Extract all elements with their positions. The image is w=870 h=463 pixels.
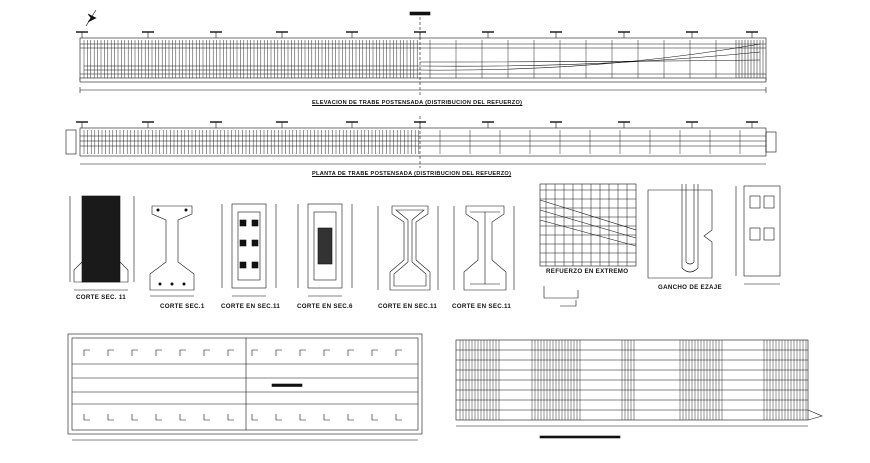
end-reinforcement-label: REFUERZO EN EXTREMO xyxy=(546,268,629,275)
bottom-left-plan xyxy=(67,333,423,441)
section-label-3: CORTE EN SEC.11 xyxy=(221,303,281,310)
bottom-right-plan xyxy=(455,339,823,439)
plan-stirrups xyxy=(83,130,741,154)
elevation-title: ELEVACION DE TRABE POSTENSADA (DISTRIBUC… xyxy=(312,100,523,106)
section-6 xyxy=(453,205,515,291)
plan-section-markers xyxy=(76,121,758,128)
north-arrow-icon xyxy=(85,9,97,27)
section-label-6: CORTE EN SEC.11 xyxy=(452,303,512,310)
hook-detail xyxy=(647,184,713,279)
section-4 xyxy=(297,203,353,297)
section-1 xyxy=(69,195,135,291)
elevation-beam xyxy=(76,11,767,96)
section-label-1: CORTE SEC. 11 xyxy=(76,294,126,301)
section-5 xyxy=(377,205,439,291)
elevation-section-markers xyxy=(76,31,758,38)
section-label-2: CORTE SEC.1 xyxy=(160,303,205,310)
section-3 xyxy=(221,203,277,297)
anchorage-detail xyxy=(735,185,781,285)
elevation-tendons xyxy=(84,43,761,71)
end-reinforcement-detail xyxy=(539,183,637,307)
elevation-stirrups xyxy=(80,40,766,78)
hook-label: GANCHO DE EZAJE xyxy=(658,284,722,291)
plan-beam xyxy=(65,116,777,168)
section-label-4: CORTE EN SEC.6 xyxy=(297,303,353,310)
section-2 xyxy=(149,205,195,297)
plan-title: PLANTA DE TRABE POSTENSADA (DISTRIBUCION… xyxy=(312,171,512,177)
section-label-5: CORTE EN SEC.11 xyxy=(378,303,438,310)
